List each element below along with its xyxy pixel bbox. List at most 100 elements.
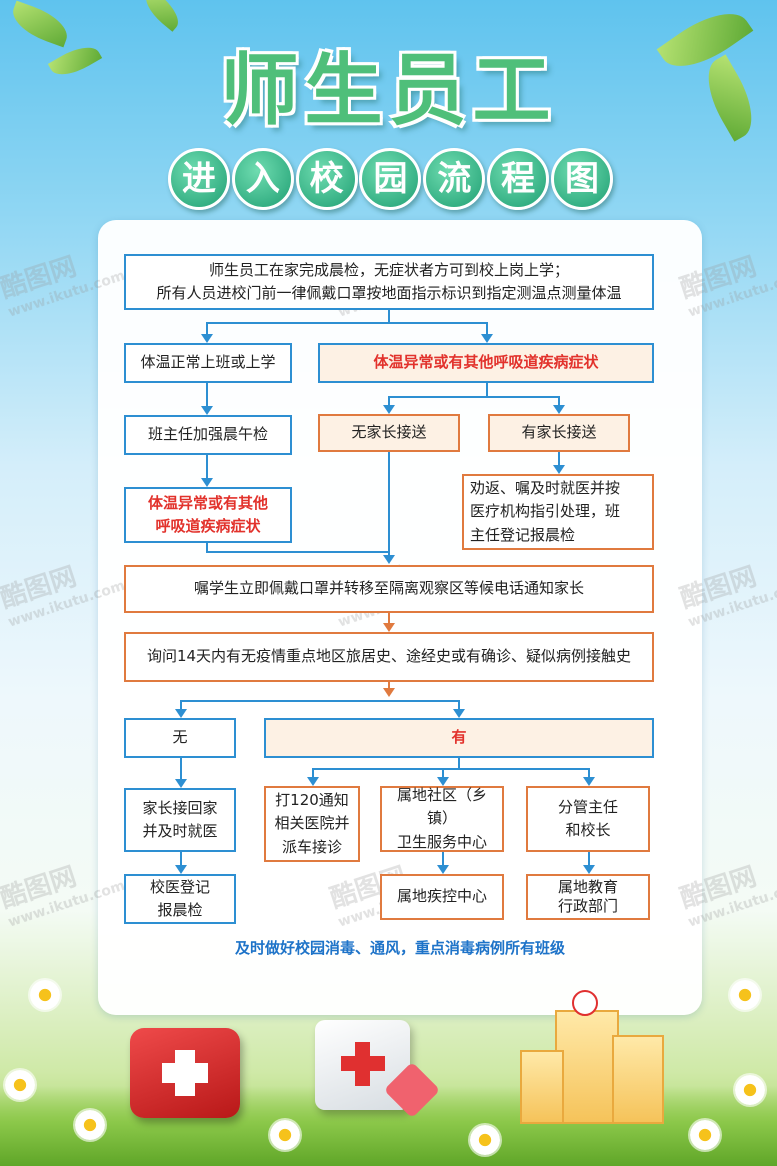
connector <box>388 613 390 624</box>
connector <box>206 322 208 334</box>
daisy-icon <box>470 1125 500 1155</box>
daisy-icon <box>690 1120 720 1150</box>
community-health-box: 属地社区（乡镇） 卫生服务中心 <box>380 786 504 852</box>
principal-box: 分管主任 和校长 <box>526 786 650 852</box>
arrow-head <box>307 777 319 786</box>
connector <box>206 551 390 553</box>
isolate-box: 嘱学生立即佩戴口罩并转移至隔离观察区等候电话通知家长 <box>124 565 654 613</box>
daisy-icon <box>730 980 760 1010</box>
arrow-head <box>383 623 395 632</box>
arrow-head <box>583 777 595 786</box>
arrow-head <box>437 865 449 874</box>
step-home-check-box: 师生员工在家完成晨检，无症状者方可到校上岗上学； 所有人员进校门前一律佩戴口罩按… <box>124 254 654 310</box>
class-abnormal-box: 体温异常或有其他 呼吸道疾病症状 <box>124 487 292 543</box>
subtitle-char: 入 <box>231 148 294 210</box>
hospital-building-icon <box>612 1035 664 1124</box>
connector <box>388 396 390 405</box>
arrow-head <box>201 334 213 343</box>
hospital-building-icon <box>555 1010 619 1124</box>
subtitle-char: 流 <box>423 148 486 210</box>
connector <box>588 852 590 866</box>
subtitle-char: 图 <box>550 148 613 210</box>
connector <box>486 322 488 334</box>
persuade-line3: 主任登记报晨检 <box>470 525 576 544</box>
arrow-head <box>481 334 493 343</box>
subtitle-char: 园 <box>359 148 422 210</box>
call-120-box: 打120通知 相关医院并 派车接诊 <box>264 786 360 862</box>
daisy-icon <box>30 980 60 1010</box>
connector <box>206 322 488 324</box>
has-contact-box: 有 <box>264 718 654 758</box>
medical-case-icon <box>315 1020 410 1110</box>
call-120-line1: 打120通知 <box>275 791 349 810</box>
connector <box>388 682 390 690</box>
arrow-head <box>437 777 449 786</box>
connector <box>558 396 560 405</box>
school-doctor-line1: 校医登记 <box>149 877 210 896</box>
subtitle: 进 入 校 园 流 程 图 <box>168 148 613 210</box>
page-title: 师生员工 <box>220 46 557 136</box>
parent-pickup-line1: 家长接回家 <box>142 798 218 817</box>
arrow-head <box>201 406 213 415</box>
arrow-head <box>583 865 595 874</box>
step-home-check-line1: 师生员工在家完成晨检，无症状者方可到校上岗上学； <box>208 260 569 279</box>
first-aid-kit-icon <box>130 1028 240 1118</box>
hospital-cross-icon <box>572 990 598 1016</box>
connector <box>206 543 208 551</box>
arrow-head <box>383 405 395 414</box>
connector <box>206 383 208 407</box>
parent-pickup-line2: 并及时就医 <box>142 822 218 840</box>
connector <box>180 852 182 866</box>
connector <box>588 768 590 778</box>
connector <box>206 455 208 479</box>
education-dept-box: 属地教育 行政部门 <box>526 874 650 920</box>
connector <box>312 768 590 770</box>
connector <box>388 310 390 322</box>
principal-line1: 分管主任 <box>557 797 618 816</box>
connector <box>458 758 460 768</box>
class-abnormal-line1: 体温异常或有其他 <box>147 493 268 512</box>
connector <box>558 452 560 465</box>
connector <box>180 758 182 780</box>
daisy-icon <box>75 1110 105 1140</box>
class-abnormal-line2: 呼吸道疾病症状 <box>155 517 261 535</box>
hospital-building-icon <box>520 1050 564 1124</box>
temperature-abnormal-box: 体温异常或有其他呼吸道疾病症状 <box>318 343 654 383</box>
education-line2: 行政部门 <box>557 897 618 915</box>
connector <box>458 700 460 709</box>
connector <box>180 700 460 702</box>
subtitle-char: 校 <box>295 148 358 210</box>
arrow-head <box>383 688 395 697</box>
persuade-return-box: 劝返、嘱及时就医并按 医疗机构指引处理，班 主任登记报晨检 <box>462 474 654 550</box>
daisy-icon <box>735 1075 765 1105</box>
connector <box>180 700 182 709</box>
temperature-normal-box: 体温正常上班或上学 <box>124 343 292 383</box>
connector <box>442 852 444 866</box>
arrow-head <box>383 555 395 564</box>
arrow-head <box>553 465 565 474</box>
connector <box>442 768 444 778</box>
cdc-box: 属地疾控中心 <box>380 874 504 920</box>
no-parent-pickup-box: 无家长接送 <box>318 414 460 452</box>
arrow-head <box>201 478 213 487</box>
step-home-check-line2: 所有人员进校门前一律佩戴口罩按地面指示标识到指定测温点测量体温 <box>156 284 622 302</box>
persuade-line2: 医疗机构指引处理，班 <box>470 502 621 521</box>
principal-line2: 和校长 <box>565 821 611 839</box>
connector <box>312 768 314 778</box>
school-doctor-line2: 报晨检 <box>157 901 203 919</box>
arrow-head <box>553 405 565 414</box>
arrow-head <box>175 865 187 874</box>
school-doctor-box: 校医登记 报晨检 <box>124 874 236 924</box>
connector <box>486 383 488 396</box>
call-120-line3: 派车接诊 <box>281 837 342 856</box>
community-line2: 卫生服务中心 <box>396 832 487 851</box>
persuade-line1: 劝返、嘱及时就医并按 <box>470 479 621 498</box>
subtitle-char: 进 <box>168 148 230 210</box>
education-line1: 属地教育 <box>557 877 618 896</box>
arrow-head <box>175 709 187 718</box>
community-line1: 属地社区（乡镇） <box>396 786 487 828</box>
parent-pickup-box: 家长接回家 并及时就医 <box>124 788 236 852</box>
connector <box>388 396 560 398</box>
daisy-icon <box>270 1120 300 1150</box>
has-parent-pickup-box: 有家长接送 <box>488 414 630 452</box>
